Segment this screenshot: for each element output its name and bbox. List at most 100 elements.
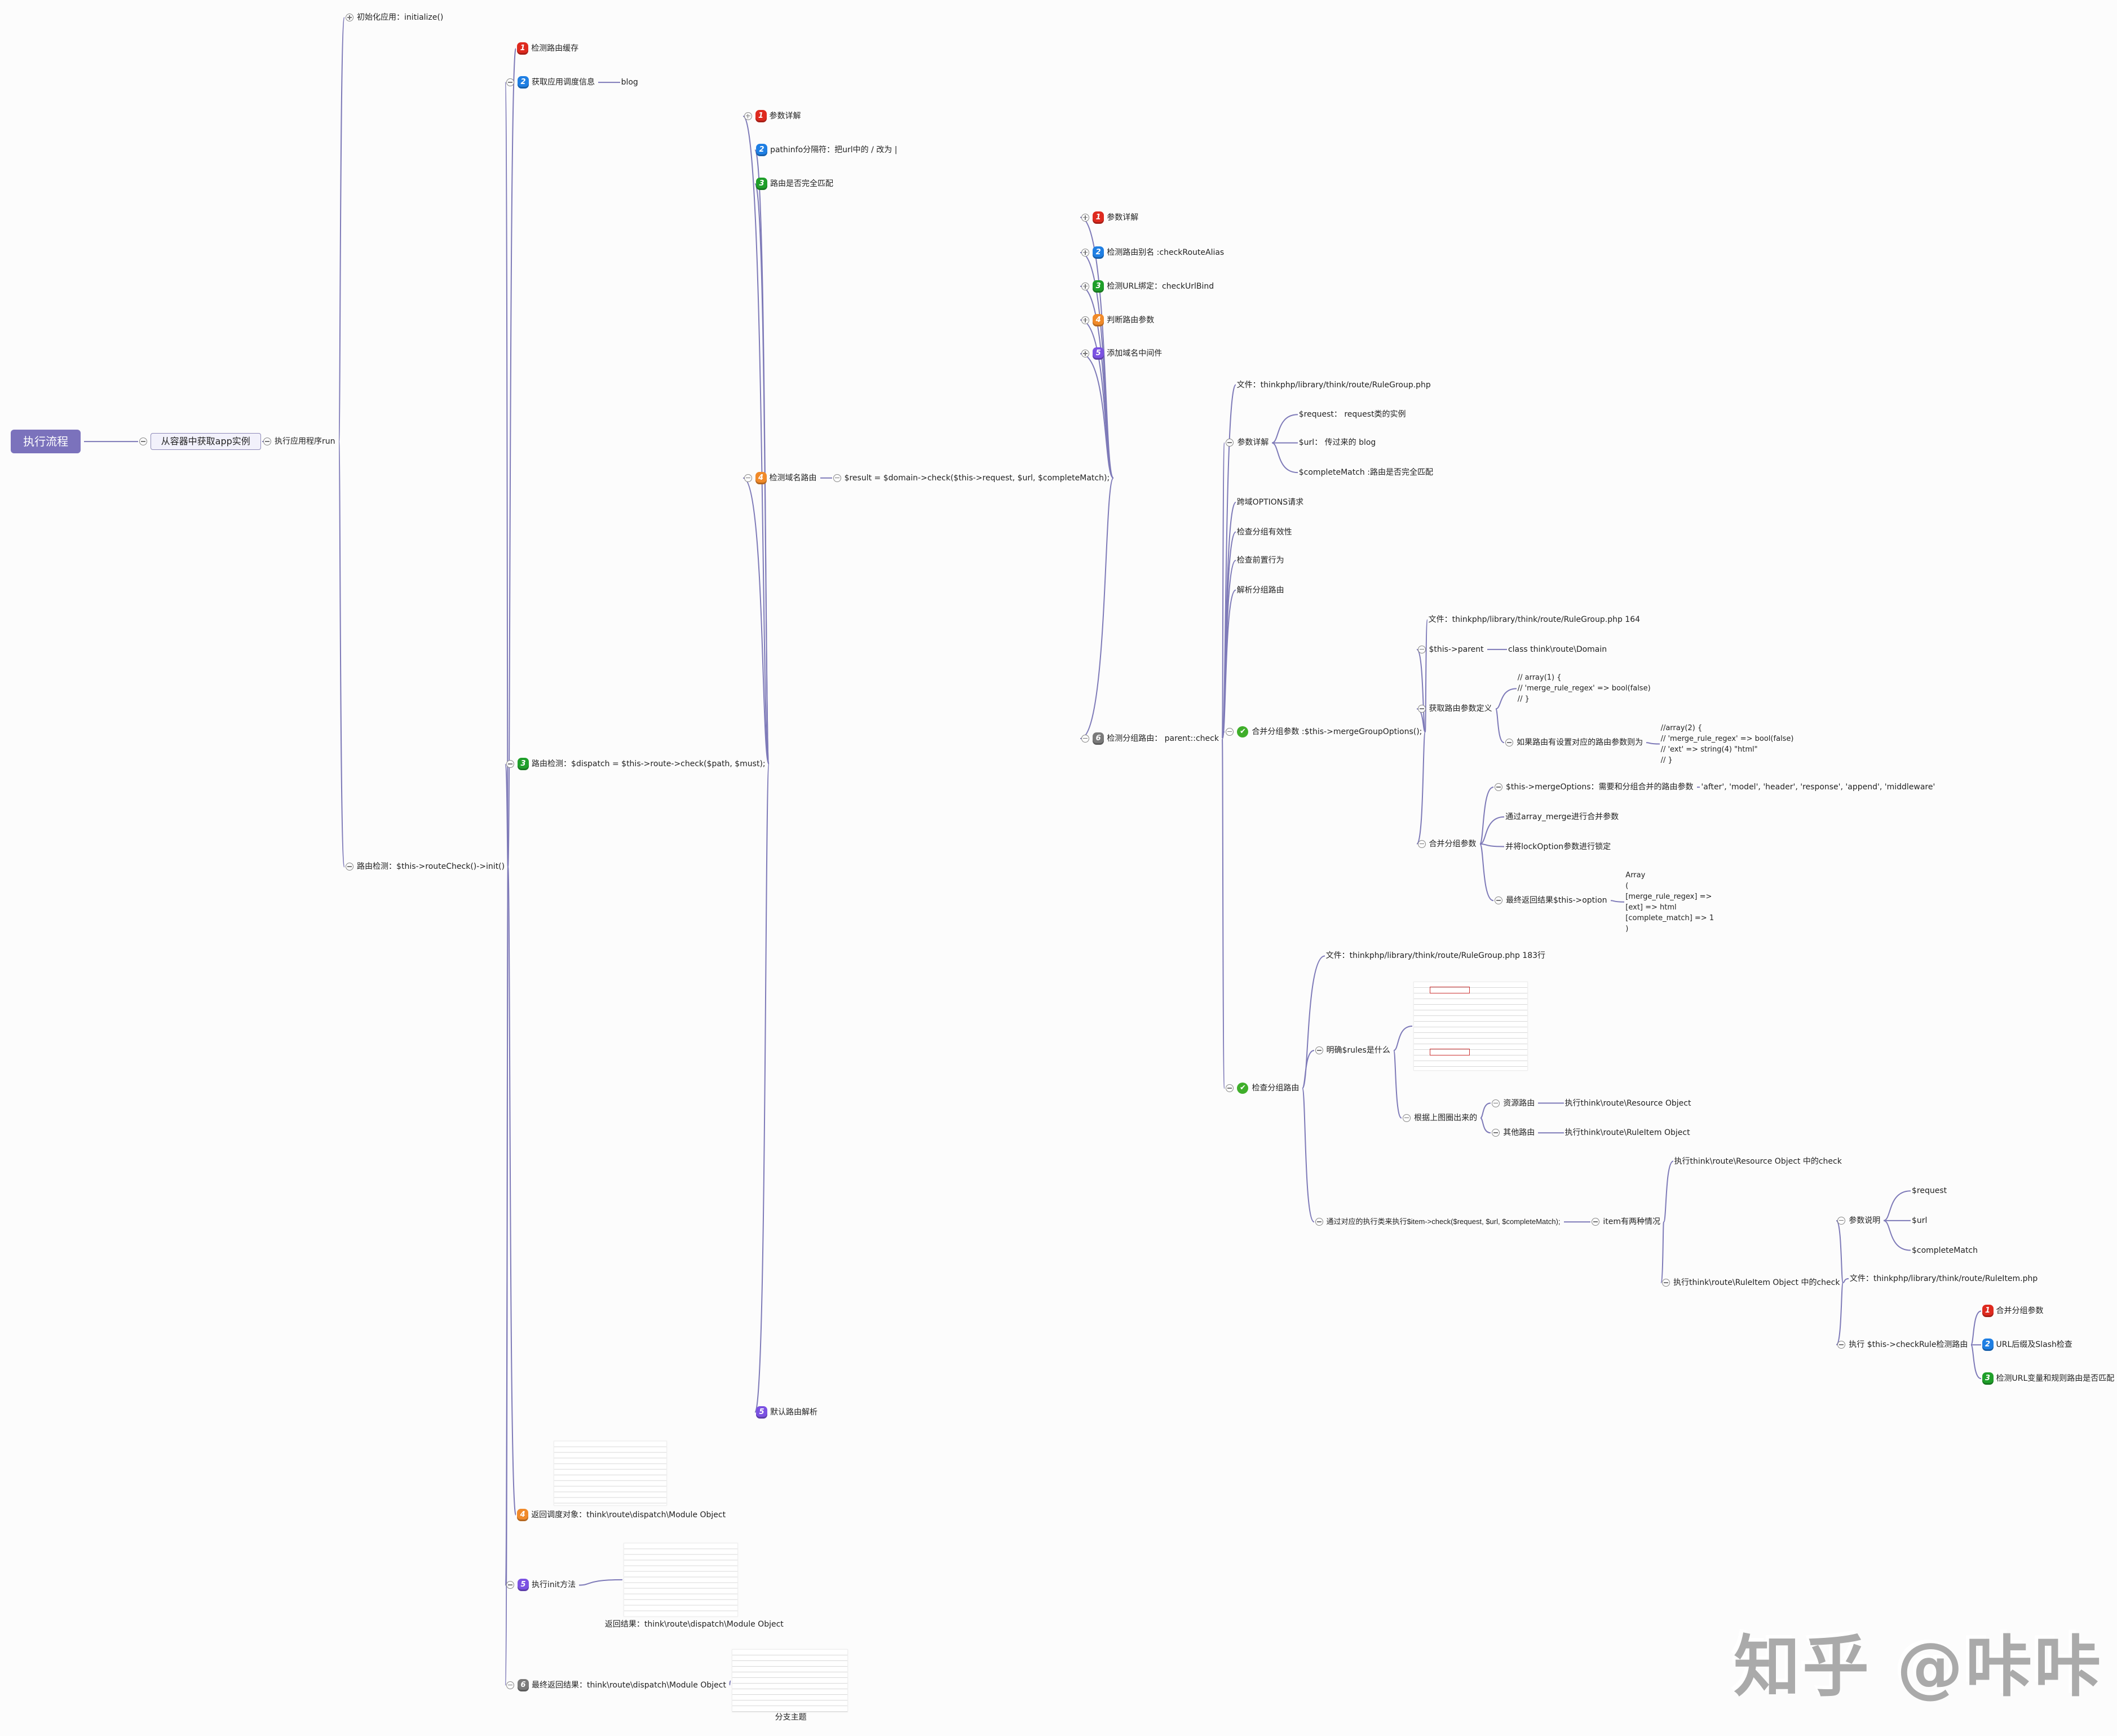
collapse-icon[interactable] [1315,1046,1323,1055]
node-merge-options-list[interactable]: 'after', 'model', 'header', 'response', … [1701,782,1935,792]
node-resource-object[interactable]: 执行think\route\Resource Object [1565,1098,1691,1108]
root-topic[interactable]: 执行流程 [11,430,81,454]
node-group-validity[interactable]: 检查分组有效性 [1237,527,1292,537]
node-param-url[interactable]: $url [1912,1216,1927,1226]
node-file[interactable]: 文件：thinkphp/library/think/route/RuleGrou… [1326,951,1545,961]
collapse-icon[interactable] [1592,1218,1600,1226]
expand-icon[interactable] [1081,248,1090,257]
node-file[interactable]: 文件：thinkphp/library/think/route/RuleGrou… [1237,380,1431,390]
collapse-icon[interactable] [744,474,752,482]
collapse-icon[interactable] [506,1681,515,1689]
collapse-icon[interactable] [833,474,841,482]
node-route-check[interactable]: 路由检测：$this->routeCheck()->init() [346,862,505,872]
node-array-merge[interactable]: 通过array_merge进行合并参数 [1505,812,1619,822]
node-resource-check[interactable]: 执行think\route\Resource Object 中的check [1674,1156,1842,1167]
node-initialize[interactable]: 初始化应用：initialize() [346,12,443,23]
collapse-icon[interactable] [1315,1218,1323,1226]
node-item-check[interactable]: 通过对应的执行类来执行$item->check($request, $url, … [1315,1217,1561,1227]
collapse-icon[interactable] [1505,739,1514,747]
node-final-option[interactable]: 最终返回结果$this->option [1495,895,1607,905]
collapse-icon[interactable] [1226,727,1234,736]
node-before-behavior[interactable]: 检查前置行为 [1237,555,1284,566]
collapse-icon[interactable] [1403,1114,1411,1122]
collapse-icon[interactable] [1081,734,1090,743]
node-circled-items[interactable]: 根据上图圈出来的 [1403,1113,1477,1123]
node-resource-route[interactable]: 资源路由 [1492,1098,1535,1108]
node-run-app[interactable]: 执行应用程序run [263,436,335,447]
node-file[interactable]: 文件：thinkphp/library/think/route/RuleItem… [1850,1274,2038,1284]
node-param-request[interactable]: $request： request类的实例 [1299,409,1406,419]
node-merge-group-params[interactable]: 合并分组参数 [1417,839,1477,849]
collapse-icon[interactable] [263,438,271,446]
node-file[interactable]: 文件：thinkphp/library/think/route/RuleGrou… [1429,615,1640,625]
node-check-group-route[interactable]: 检查分组路由 [1226,1083,1299,1094]
collapse-icon[interactable] [1417,645,1426,653]
node-param-detail[interactable]: 参数详解 [1226,438,1269,448]
collapse-icon[interactable] [1837,1216,1846,1225]
code-block[interactable]: Array([merge_rule_regex] =>[ext] => html… [1625,870,1714,934]
node-merge-group-options[interactable]: 合并分组参数 :$this->mergeGroupOptions(); [1226,726,1422,737]
node-lock-option[interactable]: 并将lockOption参数进行锁定 [1505,842,1611,852]
expand-icon[interactable] [744,112,752,120]
screenshot-thumbnail[interactable] [731,1649,848,1713]
node-blog[interactable]: blog [621,77,638,87]
collapse-icon[interactable] [139,438,147,446]
collapse-icon[interactable] [1495,896,1502,905]
collapse-icon[interactable] [1226,1084,1234,1093]
expand-icon[interactable] [1081,350,1090,358]
expand-icon[interactable] [346,14,354,22]
collapse-icon[interactable] [506,760,515,768]
screenshot-thumbnail[interactable] [624,1543,739,1617]
node-param-request[interactable]: $request [1912,1186,1947,1196]
node-domain-class[interactable]: class think\route\Domain [1508,644,1607,655]
node-item-two-cases[interactable]: item有两种情况 [1592,1217,1660,1227]
node-get-app-instance[interactable]: 从容器中获取app实例 [139,433,261,450]
expand-icon[interactable] [1081,282,1090,290]
expand-icon[interactable] [1081,213,1090,222]
code-block[interactable]: //array(2) {// 'merge_rule_regex' => boo… [1661,723,1794,766]
collapse-icon[interactable] [1492,1099,1500,1107]
node-what-are-rules[interactable]: 明确$rules是什么 [1315,1045,1390,1055]
collapse-icon[interactable] [1837,1341,1846,1349]
collapse-icon[interactable] [506,1581,515,1589]
node-param-explain[interactable]: 参数说明 [1837,1216,1880,1226]
node-param-complete-match[interactable]: $completeMatch :路由是否完全匹配 [1299,467,1433,478]
collapse-icon[interactable] [1495,783,1502,792]
node-get-route-options[interactable]: 获取路由参数定义 [1417,704,1492,714]
collapse-icon[interactable] [1417,705,1426,713]
collapse-icon[interactable] [1492,1129,1500,1137]
node-ruleitem-check[interactable]: 执行think\route\RuleItem Object 中的check [1661,1278,1840,1288]
node-check-rule[interactable]: 执行 $this->checkRule检测路由 [1837,1340,1968,1350]
screenshot-thumbnail[interactable] [553,1441,667,1506]
node-param-url[interactable]: $url： 传过来的 blog [1299,438,1376,448]
collapse-icon[interactable] [1661,1279,1670,1287]
node-param-complete-match[interactable]: $completeMatch [1912,1245,1978,1256]
node-other-route[interactable]: 其他路由 [1492,1128,1535,1138]
collapse-icon[interactable] [506,78,515,87]
node-ruleitem-object[interactable]: 执行think\route\RuleItem Object [1565,1128,1690,1138]
node-parse-group-route[interactable]: 解析分组路由 [1237,585,1284,595]
node-route-options-set[interactable]: 如果路由有设置对应的路由参数则为 [1505,737,1643,748]
node-domain-check[interactable]: $result = $domain->check($this->request,… [833,473,1110,483]
node-cors-options[interactable]: 跨域OPTIONS请求 [1237,497,1304,507]
collapse-icon[interactable] [1417,840,1426,848]
